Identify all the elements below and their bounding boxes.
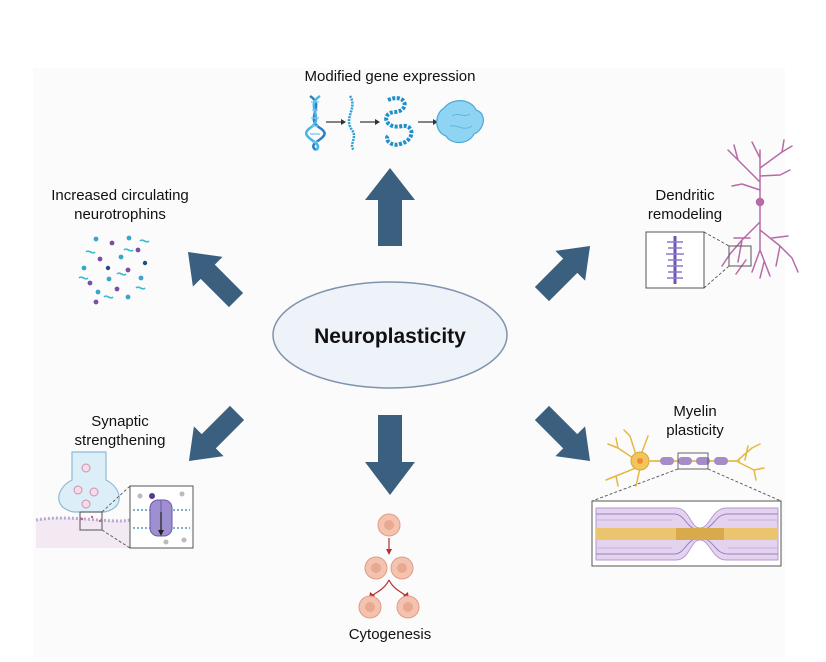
center-ellipse [272, 281, 508, 389]
arrow-lower-left [188, 405, 245, 462]
label-myelin-plasticity: Myelin plasticity [640, 402, 750, 440]
arrow-upper-left [187, 251, 244, 308]
dendrite-zoom-box [645, 231, 752, 289]
dendritic-neuron-icon [721, 139, 799, 279]
myelinated-neuron-icon [591, 429, 782, 567]
arrow-lower-right [534, 405, 591, 462]
label-increased-neurotrophins-line1: Increased circulating [51, 187, 189, 204]
label-dendritic-remodeling: Dendritic remodeling [630, 186, 740, 224]
label-dendritic-remodeling-line1: Dendritic [655, 187, 715, 204]
label-synaptic-strengthening-line2: strengthening [74, 432, 166, 449]
label-synaptic-strengthening-line1: Synaptic [91, 413, 149, 430]
label-myelin-plasticity-line1: Myelin [673, 403, 717, 420]
arrow-up [365, 168, 415, 246]
label-cytogenesis: Cytogenesis [348, 626, 432, 643]
label-synaptic-strengthening: Synaptic strengthening [50, 412, 190, 450]
label-myelin-plasticity-line2: plasticity [666, 422, 724, 439]
neurotrophins-icon [78, 235, 150, 305]
gene-expression-icon [305, 94, 484, 152]
center-label: Neuroplasticity [314, 325, 466, 348]
label-dendritic-remodeling-line2: remodeling [647, 206, 723, 223]
label-modified-gene-expression: Modified gene expression [304, 68, 476, 85]
label-increased-neurotrophins: Increased circulating neurotrophins [20, 186, 220, 224]
label-increased-neurotrophins-line2: neurotrophins [74, 206, 166, 223]
synapse-icon [35, 451, 194, 549]
arrow-upper-right [534, 245, 591, 302]
arrow-down [365, 415, 415, 495]
cytogenesis-icon [358, 513, 420, 619]
